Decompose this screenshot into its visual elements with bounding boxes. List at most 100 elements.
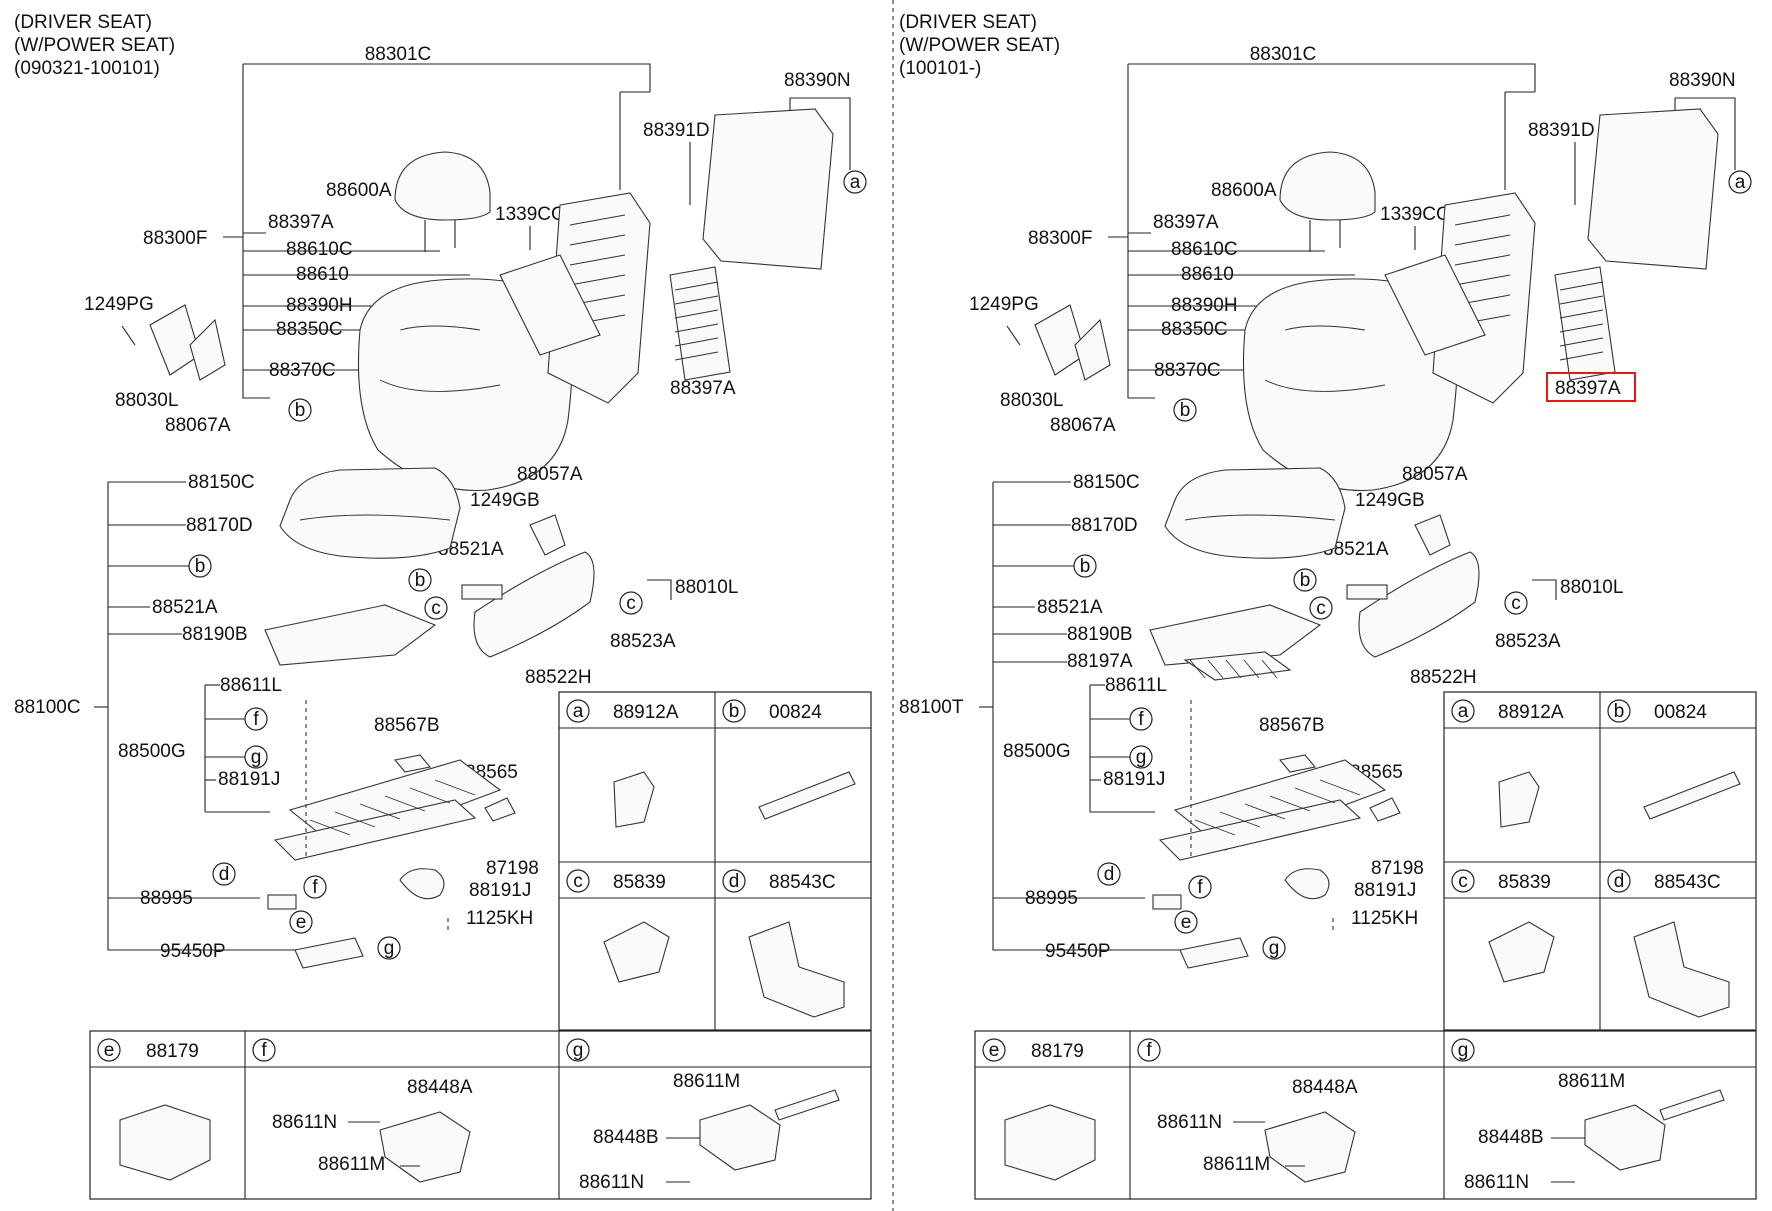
part-number-label: 88522H bbox=[1410, 667, 1477, 688]
headrest-sketch bbox=[1279, 151, 1376, 221]
mesh-grid-sketch bbox=[1189, 659, 1206, 679]
spring-mat-sketch bbox=[499, 254, 601, 356]
part-number-label: 1339CC bbox=[1380, 204, 1450, 225]
part-number-label: 88190B bbox=[1067, 624, 1133, 645]
part-number-label: 88500G bbox=[1003, 741, 1071, 762]
tube-00824-sketch bbox=[1643, 771, 1741, 820]
callout-part-number: 88179 bbox=[146, 1041, 199, 1062]
part-number-label: 88057A bbox=[1402, 464, 1468, 485]
part-number-label: 88397A bbox=[268, 212, 334, 233]
callout-letter: a bbox=[850, 172, 861, 193]
frame-detail-sketch bbox=[1269, 795, 1311, 812]
callout-circle bbox=[303, 875, 327, 899]
mesh-pad-sketch bbox=[1183, 651, 1292, 681]
callout-part-number: 88611M bbox=[318, 1154, 385, 1175]
callout-letter: d bbox=[1614, 871, 1625, 892]
callout-circle bbox=[377, 936, 401, 960]
part-number-label: 88190B bbox=[182, 624, 248, 645]
pad-88179-sketch bbox=[119, 1104, 211, 1181]
part-number-label: 95450P bbox=[1045, 941, 1111, 962]
callout-circle bbox=[722, 699, 746, 723]
callout-circle bbox=[1173, 398, 1197, 422]
part-number-label: 88067A bbox=[1050, 415, 1116, 436]
part-number-label: 88521A bbox=[438, 539, 504, 560]
frame-detail-sketch bbox=[1219, 811, 1261, 828]
part-number-label: 88611L bbox=[220, 675, 282, 696]
part-number-label: 88611L bbox=[1105, 675, 1167, 696]
spring-mat-sketch bbox=[1384, 254, 1486, 356]
callout-letter: c bbox=[1458, 871, 1468, 892]
callout-table-efg bbox=[89, 1030, 872, 1200]
part-number-label: 88170D bbox=[1071, 515, 1138, 536]
callout-circle bbox=[1097, 862, 1121, 886]
leader-line bbox=[243, 63, 651, 92]
part-number-label: 88600A bbox=[326, 180, 392, 201]
motor-88448B-sketch bbox=[1584, 1104, 1666, 1171]
callout-circle bbox=[252, 1038, 276, 1062]
panel-header-line: (W/POWER SEAT) bbox=[14, 35, 175, 56]
tube-00824-sketch bbox=[758, 771, 856, 820]
frame-wire-sketch bbox=[569, 274, 626, 286]
part-number-label: 1249PG bbox=[84, 294, 154, 315]
part-number-label: 88150C bbox=[188, 472, 255, 493]
callout-circle bbox=[1451, 869, 1475, 893]
leader-line bbox=[647, 579, 672, 600]
panel-left: (DRIVER SEAT)(W/POWER SEAT)(090321-10010… bbox=[14, 12, 872, 1200]
callout-part-number: 88448B bbox=[593, 1127, 659, 1148]
frame-wire-sketch bbox=[1454, 274, 1511, 286]
part-number-label: 88300F bbox=[1028, 228, 1092, 249]
callout-circle bbox=[619, 591, 643, 615]
callout-letter: b bbox=[295, 400, 306, 421]
lumbar-grid-sketch bbox=[1559, 337, 1604, 347]
callout-letter: e bbox=[1181, 912, 1192, 933]
part-number-label: 87198 bbox=[1371, 858, 1424, 879]
motor-88448A-sketch bbox=[379, 1111, 471, 1183]
panel-header-line: (100101-) bbox=[899, 58, 981, 79]
part-number-label: 1249PG bbox=[969, 294, 1039, 315]
callout-letter: f bbox=[1138, 709, 1144, 730]
callout-letter: b bbox=[415, 570, 426, 591]
part-number-label: 88301C bbox=[365, 44, 432, 65]
callout-part-number: 88611M bbox=[1203, 1154, 1270, 1175]
part-number-label: 88010L bbox=[1560, 577, 1623, 598]
callout-part-number: 88543C bbox=[769, 872, 836, 893]
pad-88179-sketch bbox=[1004, 1104, 1096, 1181]
callout-part-number: 88611M bbox=[673, 1071, 740, 1092]
part-number-label: 88057A bbox=[517, 464, 583, 485]
part-number-label: 88150C bbox=[1073, 472, 1140, 493]
frame-detail-sketch bbox=[384, 795, 426, 812]
callout-letter: c bbox=[1316, 598, 1326, 619]
callout-letter: f bbox=[1146, 1040, 1152, 1061]
seat-pan-sketch bbox=[264, 604, 437, 666]
part-number-label: 88030L bbox=[115, 390, 178, 411]
callout-part-number: 85839 bbox=[1498, 872, 1551, 893]
highlight-box-88397A bbox=[1546, 372, 1636, 402]
callout-circle bbox=[722, 869, 746, 893]
bracket-sketch bbox=[529, 514, 566, 556]
callout-letter: a bbox=[1735, 172, 1746, 193]
recliner-cover-sketch bbox=[149, 304, 201, 376]
callout-letter: e bbox=[296, 912, 307, 933]
frame-wire-sketch bbox=[1454, 254, 1511, 266]
callout-part-number: 88179 bbox=[1031, 1041, 1084, 1062]
headrest-sketch bbox=[394, 151, 491, 221]
frame-wire-sketch bbox=[569, 214, 626, 226]
part-number-label: 88397A bbox=[1555, 378, 1621, 399]
lumbar-grid-sketch bbox=[674, 295, 719, 305]
callout-part-number: 00824 bbox=[1654, 702, 1707, 723]
callout-letter: d bbox=[729, 871, 740, 892]
callout-letter: e bbox=[989, 1040, 1000, 1061]
part-number-label: 88521A bbox=[1037, 597, 1103, 618]
motor-sketch bbox=[399, 868, 445, 900]
part-number-label: 88030L bbox=[1000, 390, 1063, 411]
part-number-label: 88191J bbox=[469, 880, 531, 901]
seat-cushion-sketch bbox=[279, 467, 461, 559]
lumbar-grid-sketch bbox=[1559, 281, 1604, 291]
callout-circle bbox=[1309, 596, 1333, 620]
mesh-grid-sketch bbox=[1261, 659, 1278, 679]
part-number-label: 88600A bbox=[1211, 180, 1277, 201]
backrest-cover-sketch bbox=[1242, 278, 1458, 492]
callout-letter: c bbox=[431, 598, 441, 619]
callout-circle bbox=[843, 170, 867, 194]
callout-part-number: 88448B bbox=[1478, 1127, 1544, 1148]
